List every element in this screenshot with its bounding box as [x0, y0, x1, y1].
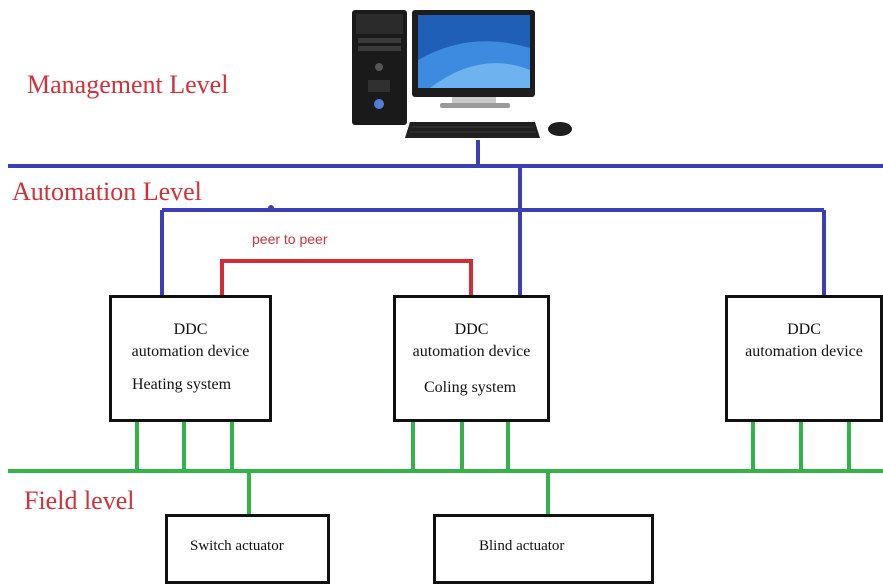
- management-bus: [8, 140, 883, 168]
- switch-actuator-box: Switch actuator: [165, 514, 330, 584]
- ddc-device-cooling: DDC automation device Coling system: [393, 295, 550, 422]
- peer-to-peer-link: [220, 259, 473, 297]
- device-system-label: Coling system: [424, 379, 517, 396]
- bus-junction-dot: [268, 205, 274, 211]
- device-subtitle-label: automation device: [412, 343, 531, 360]
- management-level-label: Management Level: [27, 70, 229, 99]
- desktop-computer-icon: [352, 10, 572, 138]
- automation-level-label: Automation Level: [12, 177, 202, 206]
- device-type-label: DDC: [173, 321, 208, 338]
- device-system-label: Heating system: [132, 376, 232, 393]
- field-bus: [8, 420, 883, 516]
- blind-actuator-box: Blind actuator: [433, 514, 654, 584]
- device-subtitle-label: automation device: [131, 343, 250, 360]
- blind-actuator-label: Blind actuator: [479, 538, 565, 554]
- peer-to-peer-label: peer to peer: [252, 231, 328, 247]
- device-type-label: DDC: [454, 321, 489, 338]
- device-type-label: DDC: [787, 321, 821, 338]
- switch-actuator-label: Switch actuator: [190, 538, 284, 554]
- device-subtitle-label: automation device: [745, 343, 863, 360]
- ddc-device-heating: DDC automation device Heating system: [109, 295, 272, 422]
- field-level-label: Field level: [24, 486, 135, 515]
- ddc-device-third: DDC automation device: [725, 295, 883, 422]
